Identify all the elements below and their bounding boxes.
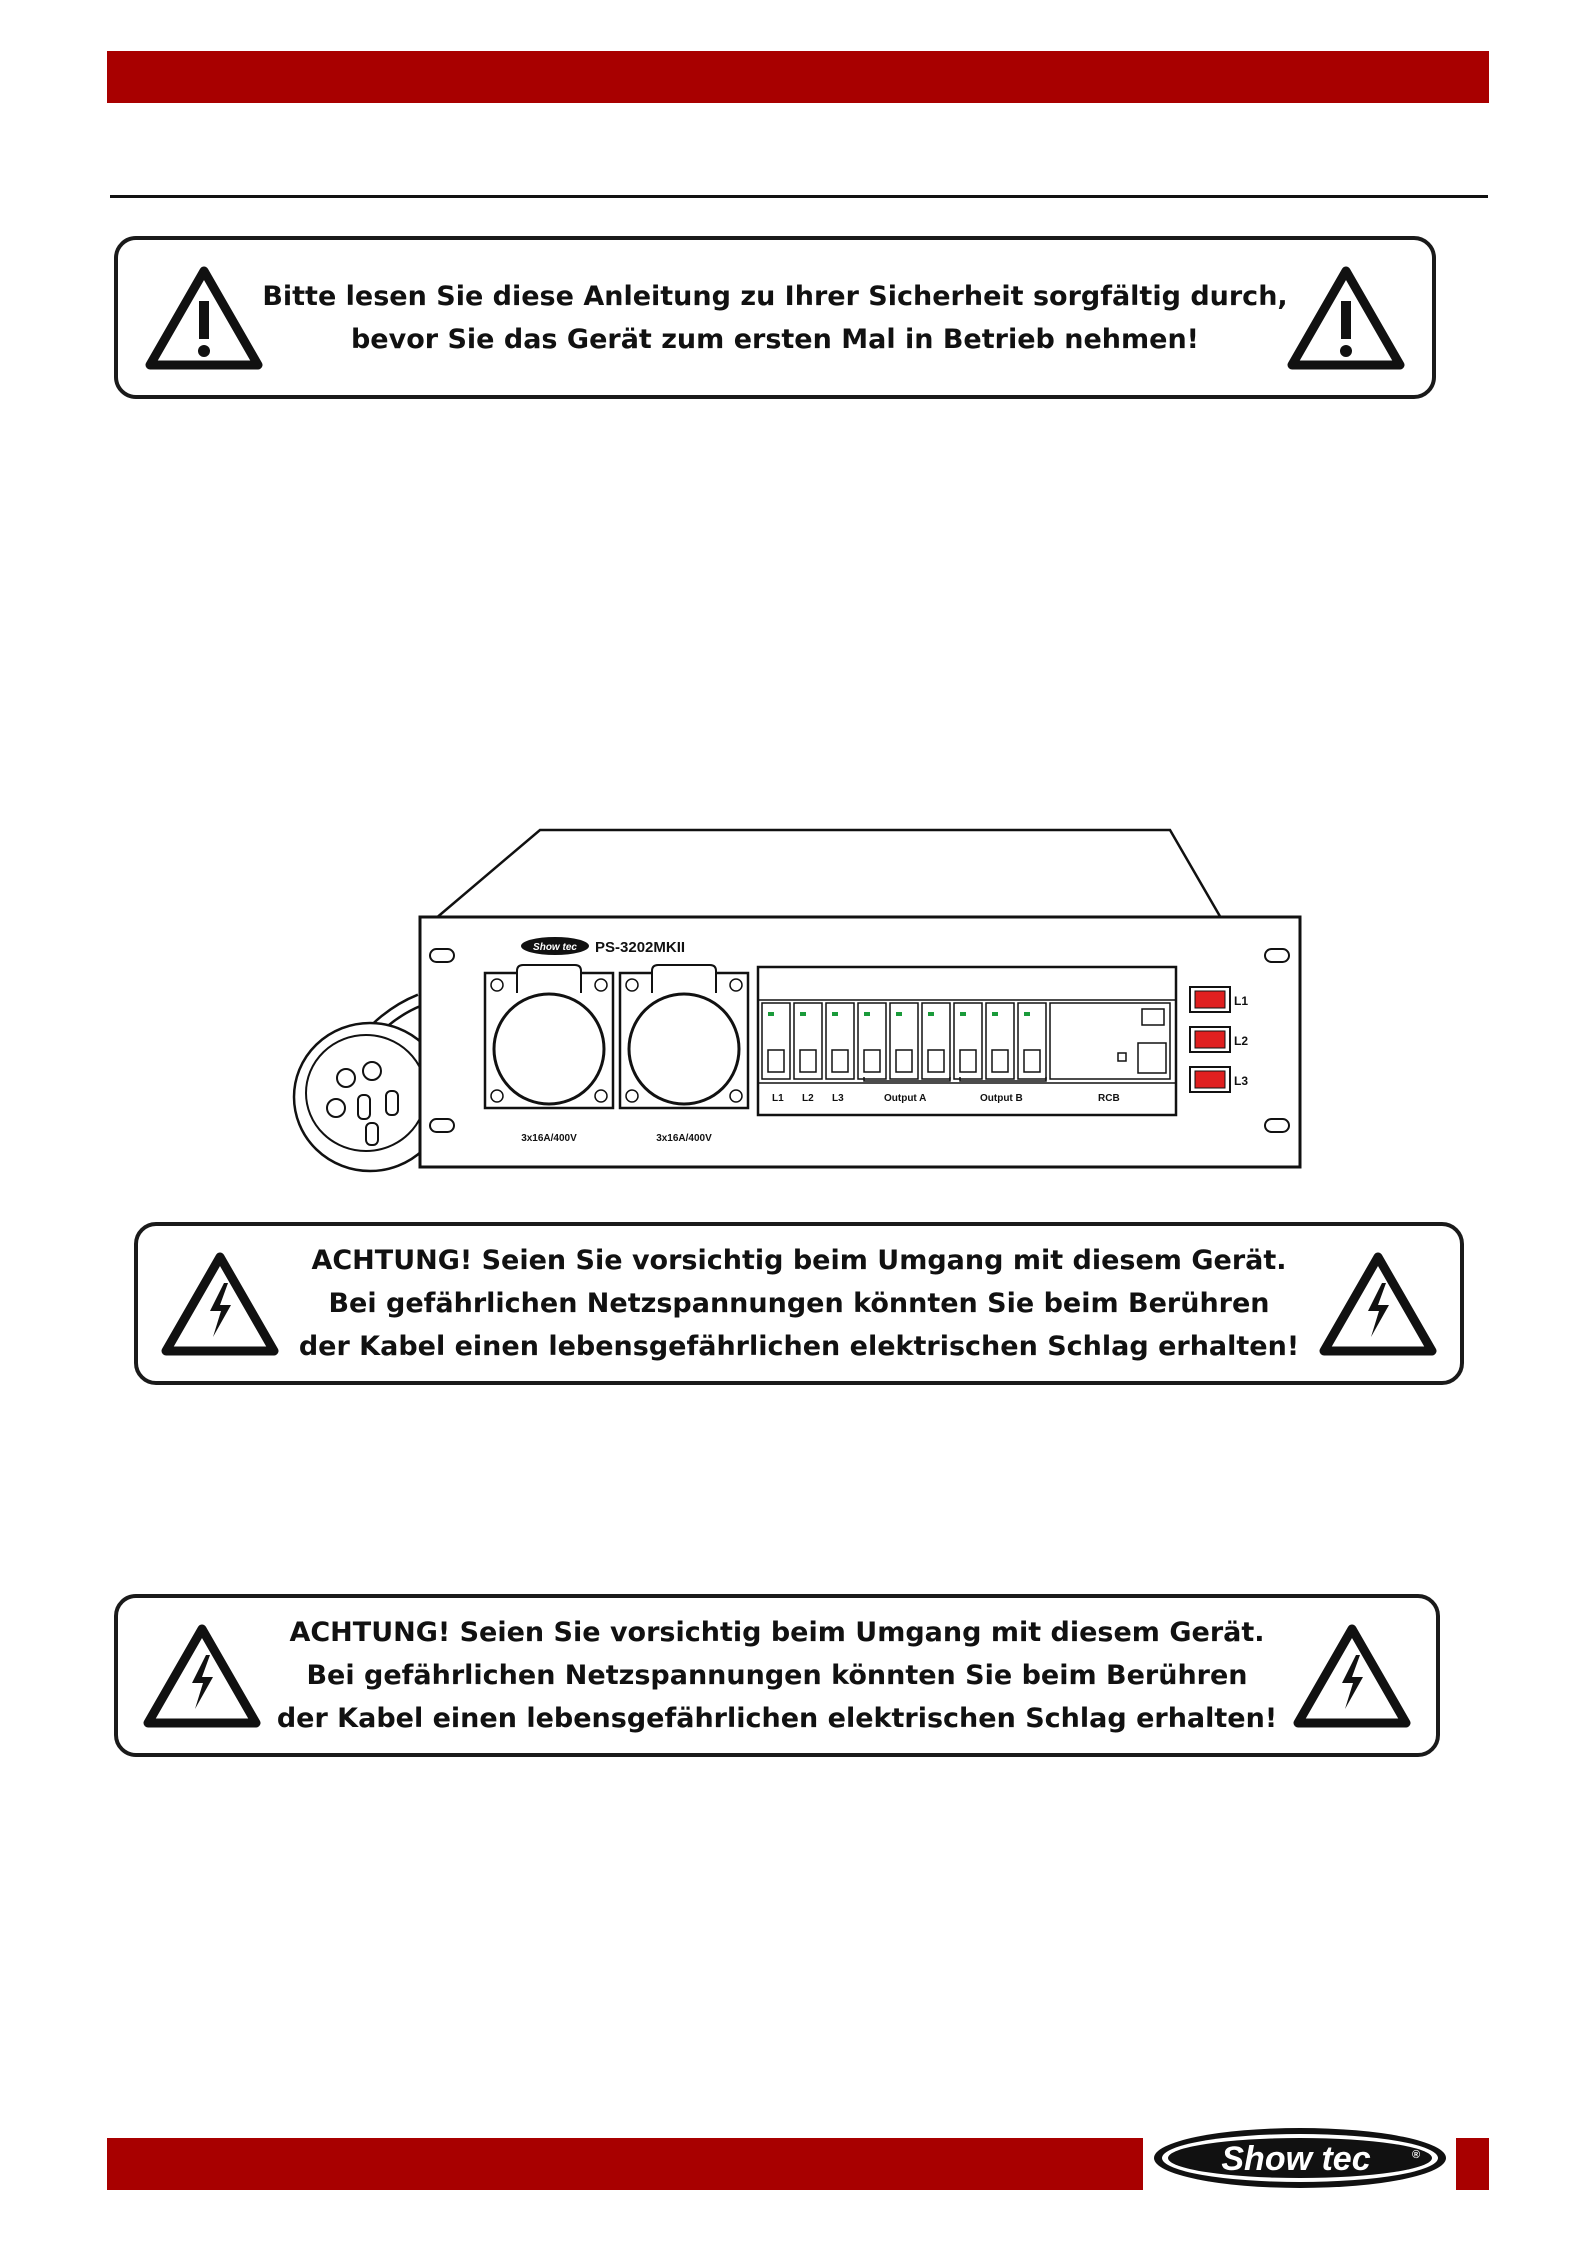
read-manual-line-1: Bitte lesen Sie diese Anleitung zu Ihrer…	[262, 280, 1288, 312]
showtec-logo-mark: ®	[1412, 2149, 1420, 2161]
device-brand-badge: Show tec	[533, 942, 577, 953]
showtec-logo-text: Show tec	[1221, 2140, 1370, 2178]
high-voltage-icon	[1293, 1624, 1411, 1727]
warning-exclamation-icon	[145, 266, 263, 369]
read-manual-text: Bitte lesen Sie diese Anleitung zu Ihrer…	[262, 275, 1287, 361]
read-manual-line-2: bevor Sie das Gerät zum ersten Mal in Be…	[350, 323, 1199, 355]
breaker-label-l3: L3	[832, 1093, 844, 1104]
indicator-label-l2: L2	[1234, 1034, 1248, 1048]
breaker-label-rcb: RCB	[1098, 1093, 1120, 1104]
indicator-label-l3: L3	[1234, 1074, 1248, 1088]
indicator-label-l1: L1	[1234, 994, 1248, 1008]
shock-warning-2-line-2: Bei gefährlichen Netzspannungen könnten …	[306, 1660, 1248, 1691]
breaker-label-l2: L2	[802, 1093, 814, 1104]
breaker-label-l1: L1	[772, 1093, 784, 1104]
shock-warning-2: ACHTUNG! Seien Sie vorsichtig beim Umgan…	[114, 1594, 1440, 1757]
shock-warning-2-text: ACHTUNG! Seien Sie vorsichtig beim Umgan…	[277, 1611, 1277, 1740]
shock-warning-1: ACHTUNG! Seien Sie vorsichtig beim Umgan…	[134, 1222, 1464, 1385]
showtec-logo: Show tec ®	[1150, 2124, 1450, 2192]
shock-warning-1-line-1: ACHTUNG! Seien Sie vorsichtig beim Umgan…	[311, 1245, 1287, 1276]
header-bar	[107, 51, 1489, 103]
footer-bar	[107, 2138, 1143, 2190]
device-drawing: Show tec PS-3202MKII 3x16A/400V 3x16A/40…	[292, 828, 1302, 1173]
device-model: PS-3202MKII	[595, 939, 685, 956]
shock-warning-1-text: ACHTUNG! Seien Sie vorsichtig beim Umgan…	[299, 1239, 1299, 1368]
shock-warning-2-line-3: der Kabel einen lebensgefährlichen elekt…	[276, 1703, 1278, 1734]
read-manual-warning: Bitte lesen Sie diese Anleitung zu Ihrer…	[114, 236, 1436, 399]
shock-warning-1-line-2: Bei gefährlichen Netzspannungen könnten …	[328, 1288, 1270, 1319]
warning-exclamation-icon	[1287, 266, 1405, 369]
high-voltage-icon	[143, 1624, 261, 1727]
footer-bar-right	[1456, 2138, 1489, 2190]
socket-2-label: 3x16A/400V	[656, 1133, 712, 1144]
shock-warning-1-line-3: der Kabel einen lebensgefährlichen elekt…	[298, 1331, 1300, 1362]
high-voltage-icon	[161, 1252, 279, 1355]
header-rule	[110, 195, 1488, 198]
socket-1-label: 3x16A/400V	[521, 1133, 577, 1144]
power-distributor-illustration: Show tec PS-3202MKII 3x16A/400V 3x16A/40…	[290, 825, 1310, 1185]
shock-warning-2-line-1: ACHTUNG! Seien Sie vorsichtig beim Umgan…	[289, 1617, 1265, 1648]
breaker-label-output-a: Output A	[884, 1093, 926, 1104]
high-voltage-icon	[1319, 1252, 1437, 1355]
breaker-label-output-b: Output B	[980, 1093, 1023, 1104]
